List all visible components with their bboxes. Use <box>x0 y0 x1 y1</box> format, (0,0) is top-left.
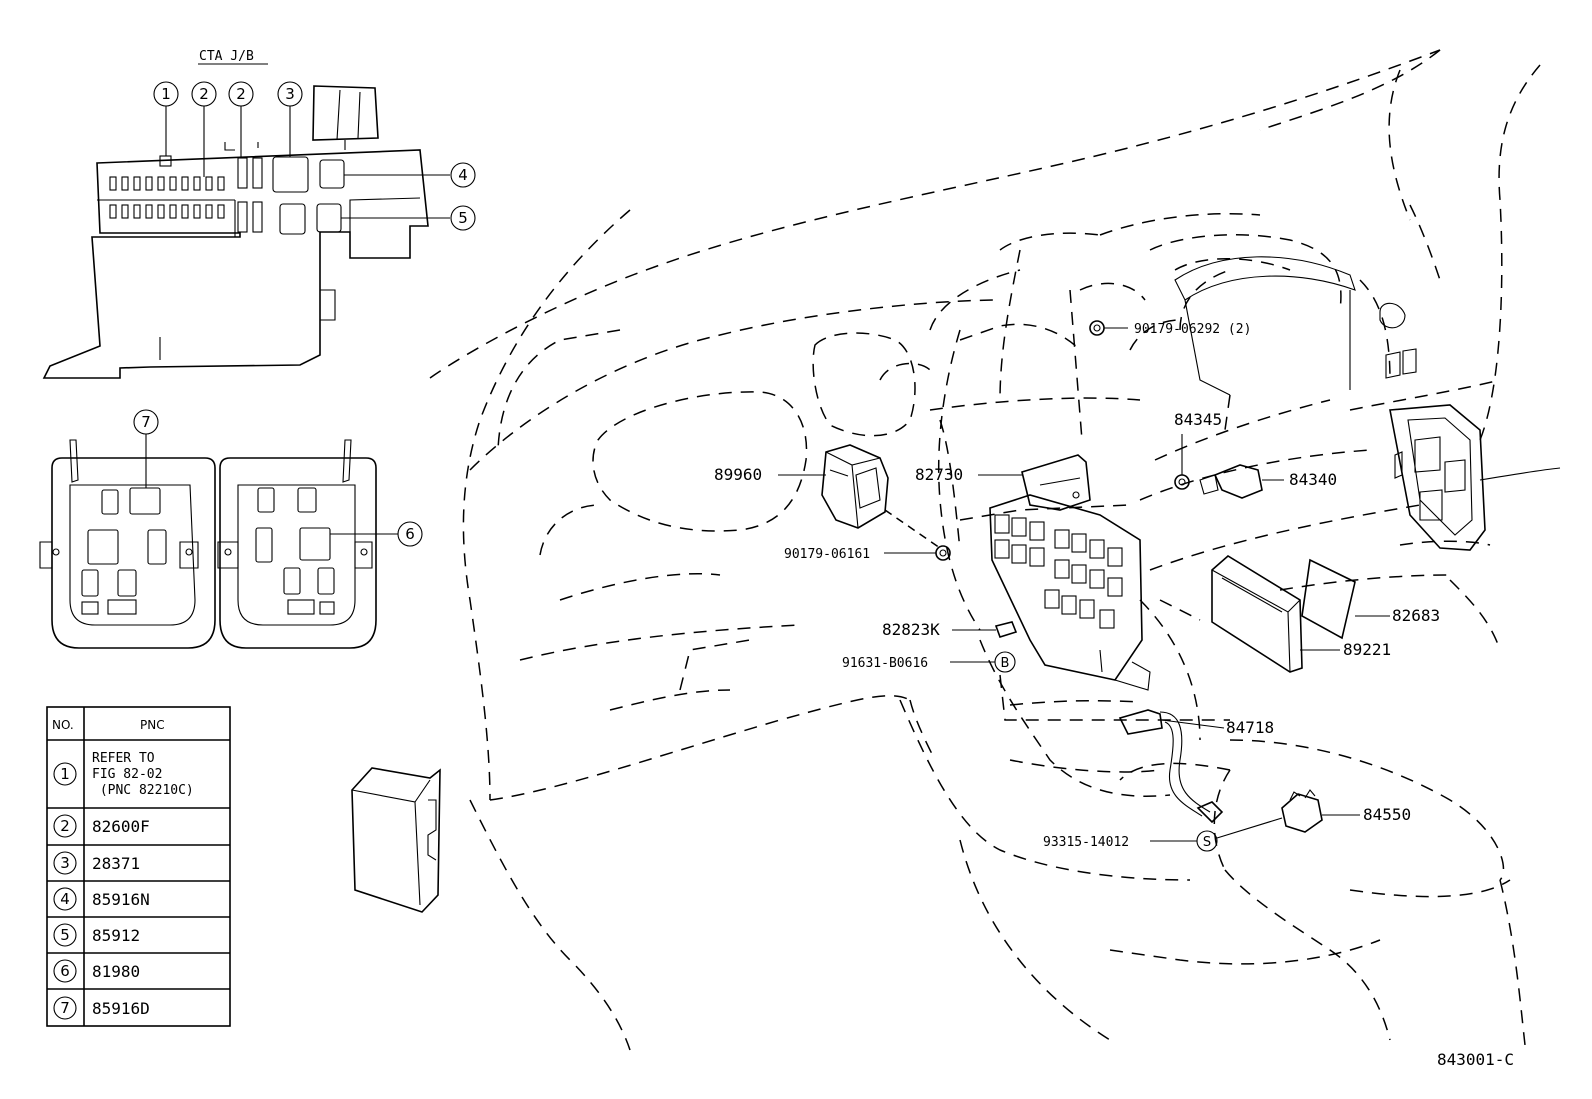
table-row-no: 4 <box>60 890 70 908</box>
callout-6: 6 <box>405 525 415 543</box>
label-84340: 84340 <box>1289 470 1337 489</box>
part-89221-body <box>1211 555 1303 673</box>
part-82730-body <box>1021 454 1091 511</box>
table-row-pnc: REFER TO <box>92 751 155 766</box>
figure-id: 843001-C <box>1437 1050 1514 1069</box>
callout-1: 1 <box>161 85 171 103</box>
part-84718-harness <box>1118 709 1224 824</box>
callout-7: 7 <box>141 413 151 431</box>
table-header-no: NO. <box>52 718 74 732</box>
label-84550: 84550 <box>1363 805 1411 824</box>
inset-title: CTA J/B <box>199 49 254 64</box>
table-row-pnc: 85916D <box>92 999 150 1018</box>
table-row-no: 2 <box>60 817 70 835</box>
callout-2b: 2 <box>236 85 246 103</box>
table-row-pnc: 82600F <box>92 817 150 836</box>
label-93315-14012: 93315-14012 <box>1043 835 1129 850</box>
label-89221: 89221 <box>1343 640 1391 659</box>
dash-hardware <box>1174 256 1561 551</box>
table-row-pnc: 85912 <box>92 926 140 945</box>
label-91631-b0616: 91631-B0616 <box>842 656 928 671</box>
leader-lines-dashed <box>884 509 941 549</box>
fasteners <box>935 320 1218 852</box>
relay-blocks: 7 6 <box>39 409 423 649</box>
label-82823k: 82823K <box>882 620 940 639</box>
table-row-pnc: FIG 82-02 <box>92 767 162 782</box>
table-row-pnc: 81980 <box>92 962 140 981</box>
table-row-pnc: 85916N <box>92 890 150 909</box>
part-84340-body <box>1199 464 1263 499</box>
label-84718: 84718 <box>1226 718 1274 737</box>
table-row-pnc: (PNC 82210C) <box>92 783 194 798</box>
control-module-box <box>351 767 441 913</box>
label-82683: 82683 <box>1392 606 1440 625</box>
leader-lines <box>778 327 1390 842</box>
table-row-no: 3 <box>60 854 70 872</box>
junction-block-assembly <box>989 494 1151 691</box>
callout-3: 3 <box>285 85 295 103</box>
label-89960: 89960 <box>714 465 762 484</box>
callout-5: 5 <box>458 209 468 227</box>
table-row-no: 6 <box>60 962 70 980</box>
part-89960-body <box>821 444 889 529</box>
label-82730: 82730 <box>915 465 963 484</box>
table-row-no: 5 <box>60 926 70 944</box>
marker-b: B <box>1001 656 1010 671</box>
part-82683-body <box>1301 558 1356 640</box>
instrument-panel-outline <box>429 49 1541 1051</box>
table-header-pnc: PNC <box>140 718 165 732</box>
label-84345: 84345 <box>1174 410 1222 429</box>
table-row-pnc: 28371 <box>92 854 140 873</box>
pnc-table: NO. PNC 1 2 3 4 5 6 7 REFER TO FIG 82-02… <box>46 706 231 1027</box>
table-row-no: 1 <box>60 765 70 783</box>
table-row-no: 7 <box>60 999 70 1017</box>
label-90179-06292: 90179-06292 (2) <box>1134 322 1251 337</box>
callout-2a: 2 <box>199 85 209 103</box>
part-84550-body <box>1281 789 1323 833</box>
label-90179-06161: 90179-06161 <box>784 547 870 562</box>
marker-s: S <box>1203 835 1211 850</box>
cta-junction-block-inset: CTA J/B <box>42 49 476 379</box>
callout-4: 4 <box>458 166 468 184</box>
